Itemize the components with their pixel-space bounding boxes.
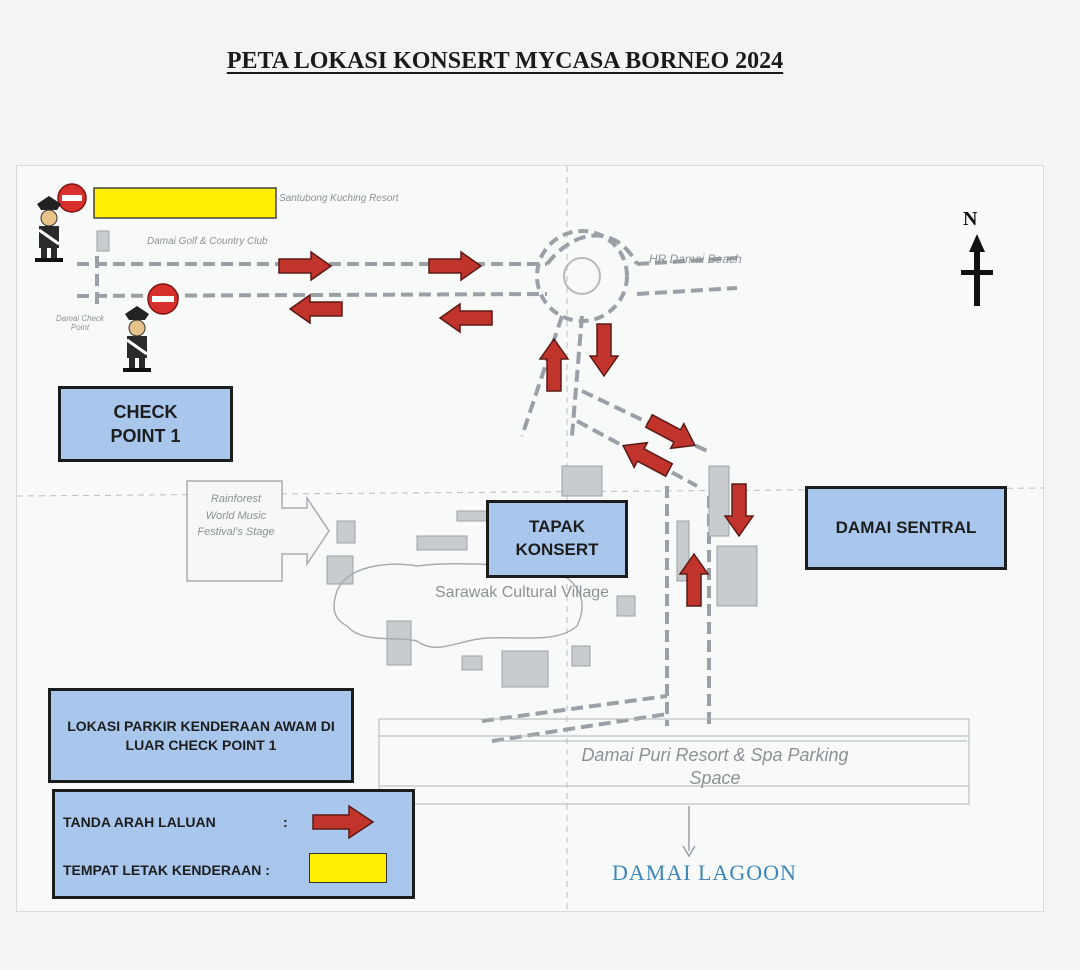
damai-sentral-label: DAMAI SENTRAL	[835, 517, 977, 537]
parking-marker	[93, 187, 277, 219]
map-drawing	[17, 166, 1043, 911]
check-point-label: CHECK POINT 1	[110, 401, 181, 446]
legend-box: TANDA ARAH LALUAN : TEMPAT LETAK KENDERA…	[52, 789, 415, 899]
route-arrow-icon	[428, 251, 482, 281]
public-parking-box: LOKASI PARKIR KENDERAAN AWAM DI LUAR CHE…	[48, 688, 354, 783]
legend-parking-label: TEMPAT LETAK KENDERAAN :	[63, 862, 270, 878]
checkpoint-small-label: Damai Check Point	[55, 314, 104, 332]
parking-space-label: Damai Puri Resort & Spa Parking Space	[581, 745, 849, 789]
golf-label: Damai Golf & Country Club	[147, 236, 268, 247]
damai-lagoon-label: DAMAI LAGOON	[612, 860, 797, 885]
rainforest-stage-label: Rainforest World Music Festival's Stage	[197, 493, 275, 538]
route-arrow-icon	[589, 323, 619, 377]
roundabout	[535, 229, 629, 323]
hr-beach-label: HR Damai Beach	[649, 252, 742, 266]
compass-north-label: N	[963, 208, 978, 230]
route-arrow-icon	[539, 338, 569, 392]
public-parking-label: LOKASI PARKIR KENDERAAN AWAM DI LUAR CHE…	[67, 717, 335, 753]
legend-route-colon: :	[283, 814, 288, 830]
damai-sentral-box: DAMAI SENTRAL	[805, 486, 1007, 570]
tapak-konsert-label: TAPAK KONSERT	[515, 517, 599, 559]
roundabout-center	[563, 257, 601, 295]
stop-sign-icon	[147, 283, 179, 315]
cultural-village-outline	[333, 563, 583, 649]
legend-route-label: TANDA ARAH LALUAN	[63, 814, 216, 830]
route-arrow-icon	[289, 294, 343, 324]
santubong-label: Santubong Kuching Resort	[279, 193, 399, 204]
buildings	[96, 230, 758, 688]
compass-arrow-icon	[961, 234, 993, 306]
location-map: N Santubong Kuching Resort Damai Golf & …	[16, 165, 1044, 912]
route-arrow-icon	[615, 432, 677, 484]
cultural-village-label: Sarawak Cultural Village	[435, 584, 610, 601]
parking-grid	[378, 718, 970, 805]
route-arrow-icon	[312, 804, 375, 840]
check-point-box: CHECK POINT 1	[58, 386, 233, 462]
rainforest-stage-outline	[186, 480, 330, 582]
stop-sign-icon	[57, 183, 87, 213]
tapak-konsert-box: TAPAK KONSERT	[486, 500, 628, 578]
page-title: PETA LOKASI KONSERT MYCASA BORNEO 2024	[226, 48, 784, 74]
police-officer-icon	[123, 306, 151, 372]
police-officer-icon	[35, 196, 63, 262]
route-arrow-icon	[641, 407, 703, 459]
route-arrow-icon	[278, 251, 332, 281]
legend-parking-swatch	[309, 853, 387, 883]
route-arrow-icon	[439, 303, 493, 333]
